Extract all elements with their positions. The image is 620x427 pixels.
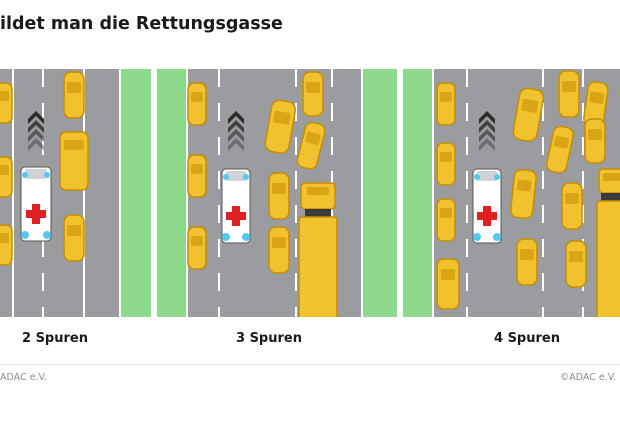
- caption-4-lanes: 4 Spuren: [494, 331, 560, 346]
- caption-3-lanes: 3 Spuren: [236, 331, 302, 346]
- car: [187, 154, 207, 198]
- green-shoulder: [362, 69, 397, 317]
- truck: [298, 182, 338, 317]
- panel-4-lanes: [403, 69, 620, 317]
- blue-light-icon: [493, 233, 501, 241]
- chevron-up-icon: [479, 138, 495, 151]
- car: [0, 156, 13, 198]
- blue-light-icon: [222, 233, 230, 241]
- car: [302, 71, 324, 117]
- chevron-up-icon: [28, 120, 44, 133]
- chevron-up-icon: [28, 138, 44, 151]
- chevron-up-icon: [479, 111, 495, 124]
- car: [436, 142, 456, 186]
- road-3-lanes: [157, 69, 397, 317]
- blue-light-icon: [494, 174, 500, 180]
- chevron-up-icon: [228, 111, 244, 124]
- car: [0, 224, 13, 266]
- chevron-up-icon: [28, 111, 44, 124]
- van: [59, 131, 89, 191]
- chevron-up-icon: [28, 129, 44, 142]
- car: [509, 168, 537, 220]
- road-2-lanes: [0, 69, 151, 317]
- rescue-lane-chevrons: [479, 111, 495, 151]
- rescue-lane-chevrons: [28, 111, 44, 151]
- car: [545, 125, 575, 174]
- car: [558, 70, 580, 118]
- car: [187, 226, 207, 270]
- car: [516, 238, 538, 286]
- blue-light-icon: [474, 174, 480, 180]
- car: [512, 87, 545, 142]
- car: [296, 121, 326, 170]
- car: [436, 198, 456, 242]
- blue-light-icon: [223, 174, 229, 180]
- blue-light-icon: [242, 233, 250, 241]
- ambulance: [221, 168, 251, 244]
- caption-2-lanes: 2 Spuren: [22, 331, 88, 346]
- credit-right: ©ADAC e.V.: [559, 372, 616, 383]
- chevron-up-icon: [479, 129, 495, 142]
- car: [565, 240, 587, 288]
- chevron-up-icon: [228, 138, 244, 151]
- ambulance: [20, 166, 52, 242]
- ambulance: [472, 168, 502, 244]
- blue-light-icon: [473, 233, 481, 241]
- diagram-title: ildet man die Rettungsgasse: [0, 14, 283, 34]
- car: [436, 258, 460, 310]
- car: [63, 214, 85, 262]
- road-4-lanes: [403, 69, 620, 317]
- green-shoulder: [157, 69, 186, 317]
- car: [0, 82, 13, 124]
- blue-light-icon: [21, 231, 29, 239]
- credit-left: ADAC e.V.: [0, 372, 47, 383]
- car: [561, 182, 583, 230]
- car: [584, 118, 606, 164]
- blue-light-icon: [22, 172, 28, 178]
- chevron-up-icon: [479, 120, 495, 133]
- car: [63, 71, 85, 119]
- car: [264, 99, 297, 154]
- car: [436, 82, 456, 126]
- blue-light-icon: [43, 231, 51, 239]
- panel-2-lanes: [0, 69, 151, 317]
- footer-divider: [0, 364, 620, 365]
- truck: [596, 168, 620, 317]
- green-shoulder: [403, 69, 432, 317]
- rescue-lane-chevrons: [228, 111, 244, 151]
- chevron-up-icon: [228, 129, 244, 142]
- panel-3-lanes: [157, 69, 397, 317]
- blue-light-icon: [243, 174, 249, 180]
- car: [268, 226, 290, 274]
- blue-light-icon: [44, 172, 50, 178]
- chevron-up-icon: [228, 120, 244, 133]
- car: [187, 82, 207, 126]
- green-shoulder: [120, 69, 151, 317]
- car: [268, 172, 290, 220]
